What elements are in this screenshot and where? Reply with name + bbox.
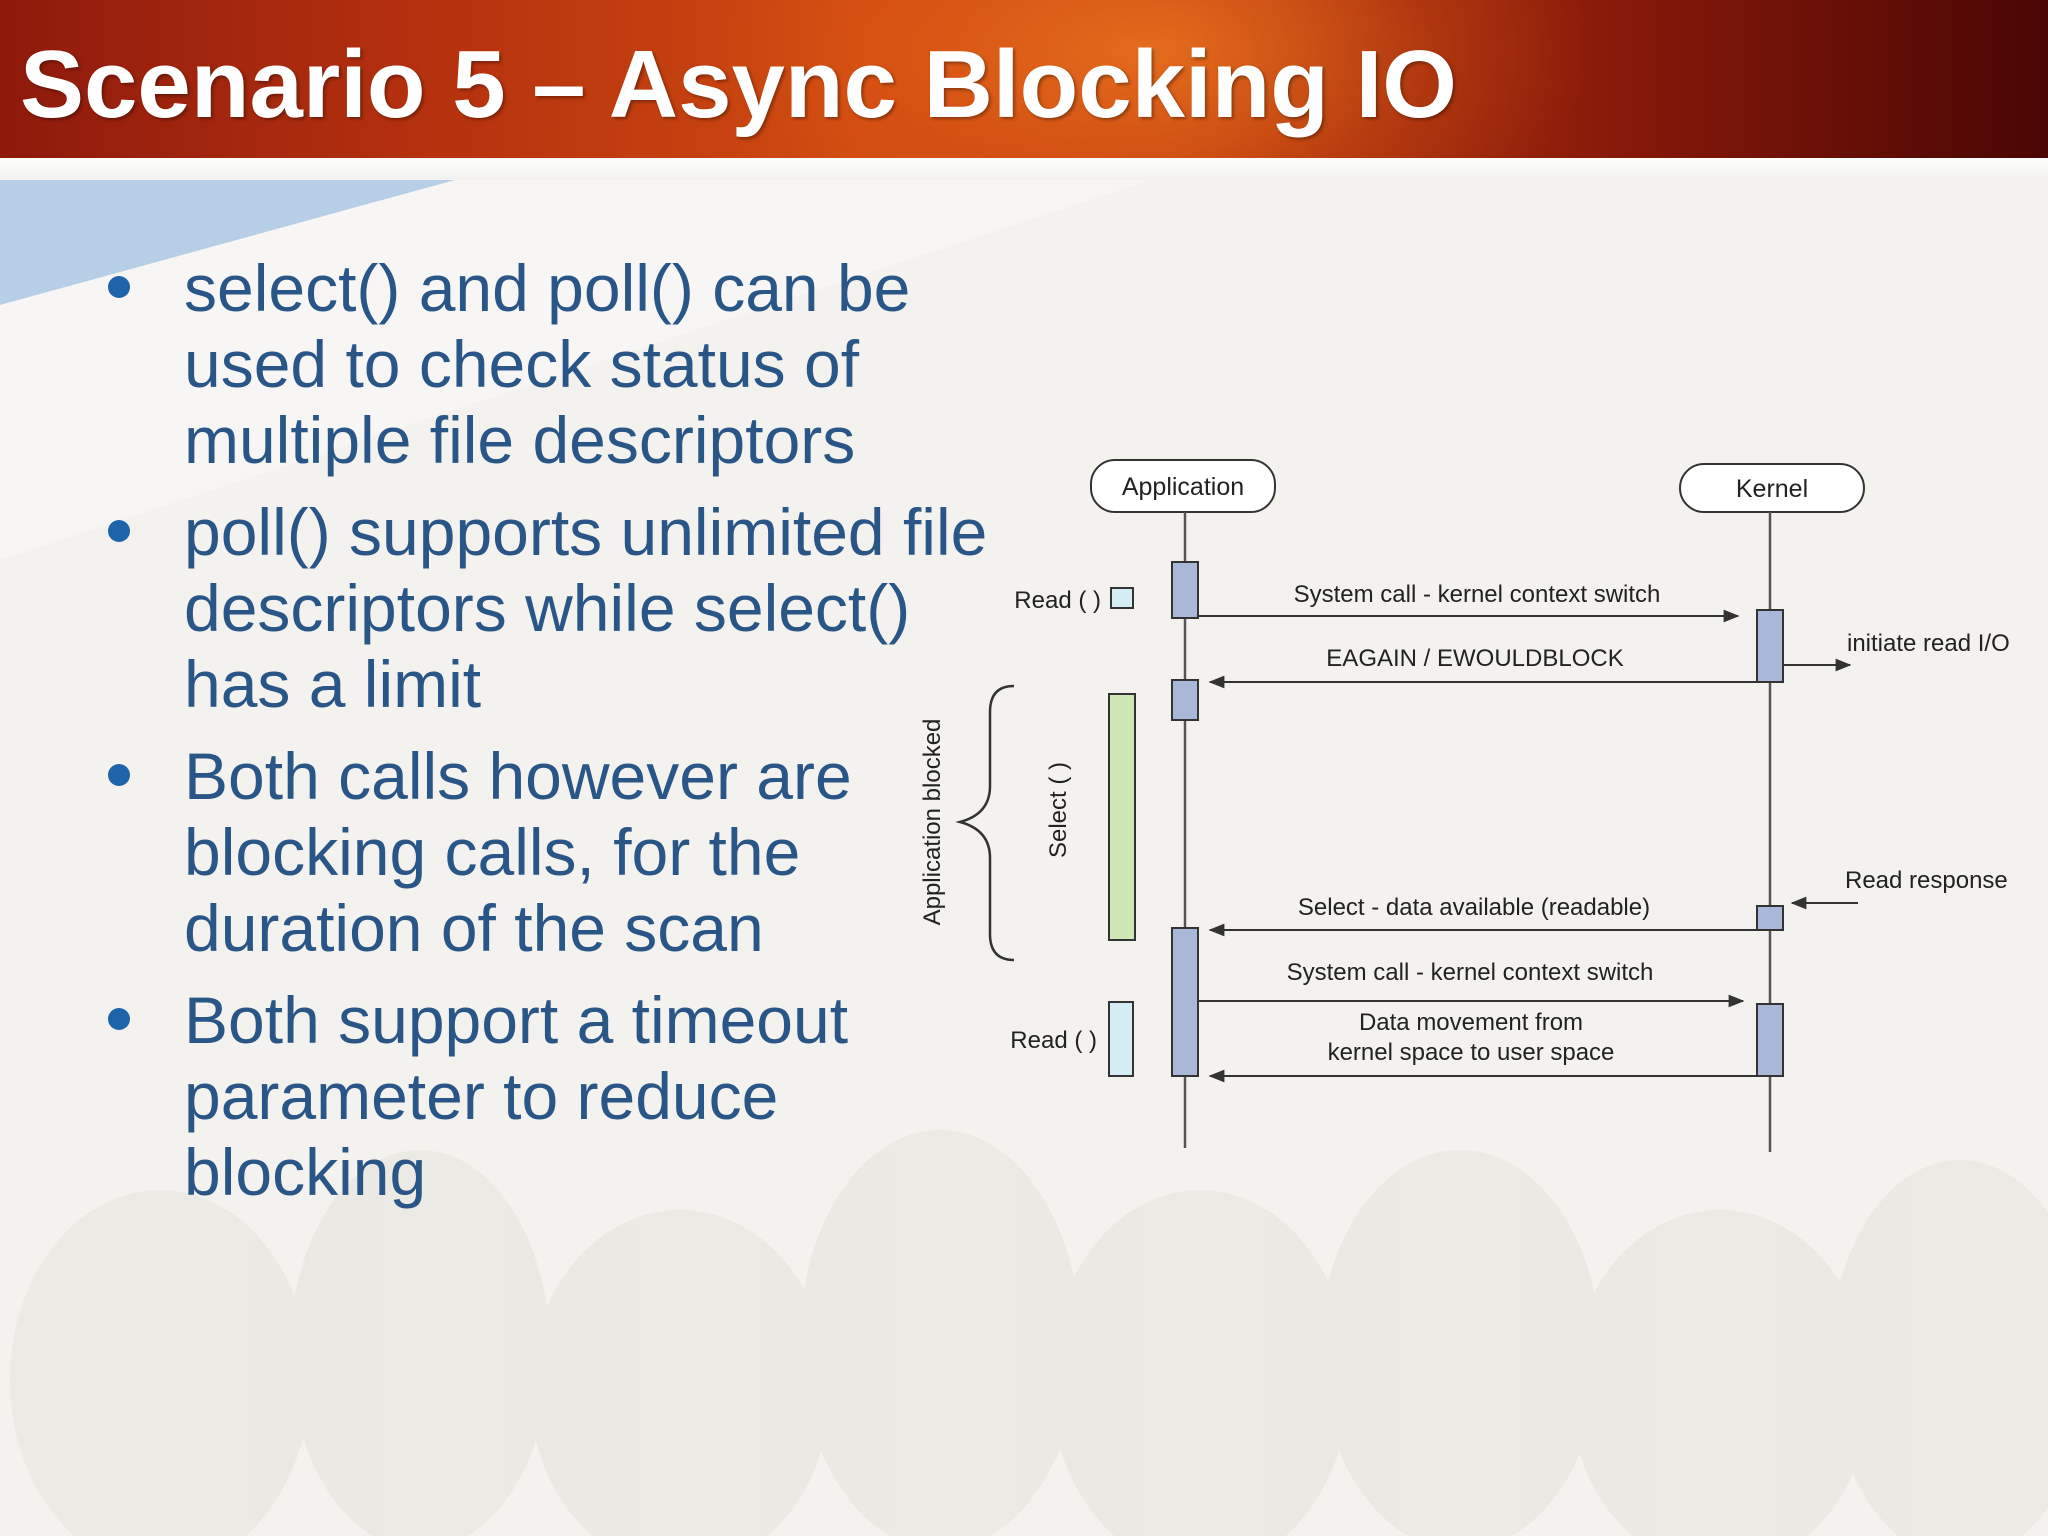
app-activation-box xyxy=(1171,561,1199,619)
bullet-text: Both calls however are blocking calls, f… xyxy=(184,739,852,965)
bullet-dot-icon xyxy=(108,520,130,542)
bullet-item: Both calls however are blocking calls, f… xyxy=(100,738,1020,966)
title-bar-underline xyxy=(0,158,2048,178)
bullet-dot-icon xyxy=(108,276,130,298)
bullet-list: select() and poll() can be used to check… xyxy=(100,250,1020,1226)
bullet-item: Both support a timeout parameter to redu… xyxy=(100,982,1020,1210)
eagain-message: EAGAIN / EWOULDBLOCK xyxy=(1326,645,1623,672)
syscall-message: System call - kernel context switch xyxy=(1294,581,1661,608)
kernel-lifeline-header xyxy=(1679,463,1865,513)
app-activation-box xyxy=(1171,927,1199,1077)
select-call-label: Select ( ) xyxy=(1045,762,1072,858)
bullet-item: select() and poll() can be used to check… xyxy=(100,250,1020,478)
bullet-dot-icon xyxy=(108,1008,130,1030)
application-lifeline-header xyxy=(1090,459,1276,513)
read-response-label: Read response xyxy=(1845,867,2008,894)
kernel-activation-box xyxy=(1756,609,1784,683)
syscall-message: System call - kernel context switch xyxy=(1287,959,1654,986)
read-call-label: Read ( ) xyxy=(1014,587,1101,614)
sequence-diagram: Application Kernel Read ( ) Select ( ) A… xyxy=(919,459,2010,1152)
app-activation-box xyxy=(1171,679,1199,721)
title-bar-glow xyxy=(700,0,1600,158)
bullet-item: poll() supports unlimited file descripto… xyxy=(100,494,1020,722)
bullet-text: Both support a timeout parameter to redu… xyxy=(184,983,849,1209)
bullet-text: select() and poll() can be used to check… xyxy=(184,251,911,477)
data-movement-message: kernel space to user space xyxy=(1328,1039,1615,1066)
blocked-brace xyxy=(955,684,1015,962)
kernel-lifeline-label: Kernel xyxy=(1736,475,1808,503)
bullet-dot-icon xyxy=(108,764,130,786)
bullet-text: poll() supports unlimited file descripto… xyxy=(184,495,988,721)
kernel-activation-box xyxy=(1756,1003,1784,1077)
slide-title: Scenario 5 – Async Blocking IO xyxy=(20,31,1457,138)
select-available-message: Select - data available (readable) xyxy=(1298,894,1650,921)
read-call-box xyxy=(1108,1001,1134,1077)
data-movement-message: Data movement from xyxy=(1359,1009,1583,1036)
application-blocked-label: Application blocked xyxy=(919,719,946,926)
application-lifeline-label: Application xyxy=(1122,473,1244,501)
title-bar: Scenario 5 – Async Blocking IO xyxy=(0,0,2048,158)
kernel-activation-box xyxy=(1756,905,1784,931)
select-call-bar xyxy=(1108,693,1136,941)
initiate-read-label: initiate read I/O xyxy=(1847,630,2010,657)
read-call-label: Read ( ) xyxy=(1010,1027,1097,1054)
read-call-box xyxy=(1110,587,1134,609)
